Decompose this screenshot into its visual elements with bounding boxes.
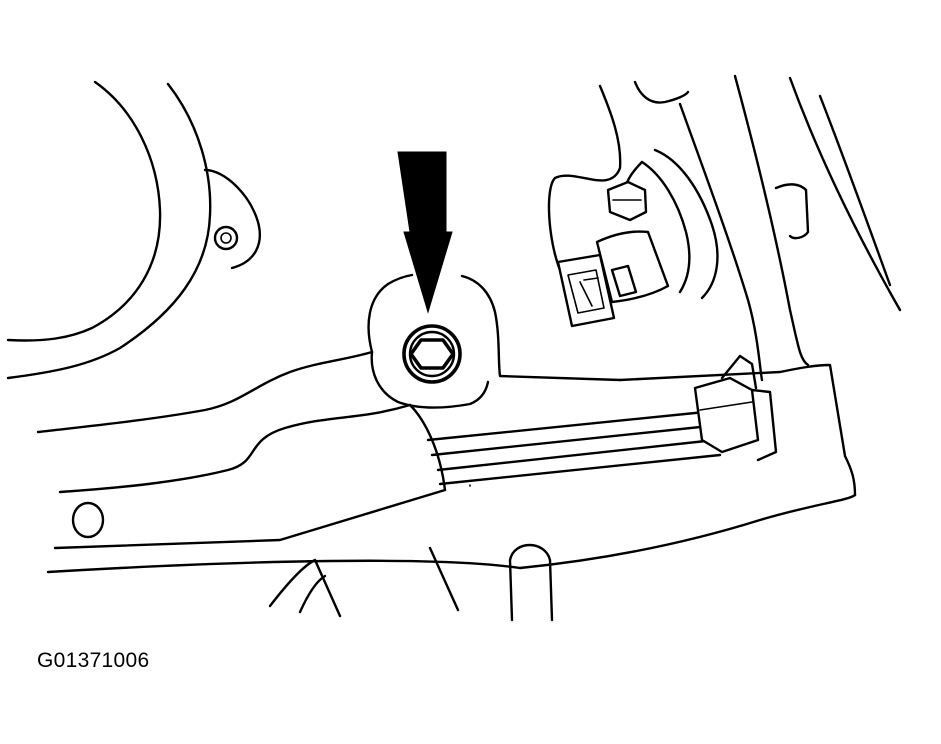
location-arrow: [397, 151, 453, 314]
flange-bolt: [693, 354, 778, 462]
lower-brackets: [268, 543, 554, 622]
oval-slot: [71, 501, 105, 539]
sensor-hex: [606, 180, 648, 222]
flange-bolt-inner: [220, 232, 232, 244]
right-housing: [46, 74, 902, 574]
hex-plug-bolt: [402, 324, 462, 384]
sensor-assembly: [556, 148, 719, 328]
circular-housing: [6, 80, 261, 380]
cover-plate: [36, 273, 622, 550]
figure-id-label: G01371006: [37, 649, 150, 672]
hex-plug-washer: [402, 324, 462, 384]
rod-assembly: [426, 410, 722, 486]
connector-body: [595, 230, 670, 304]
hex-head: [409, 338, 455, 370]
flange-bolt-outer: [213, 225, 239, 251]
connector-latch: [610, 264, 638, 298]
